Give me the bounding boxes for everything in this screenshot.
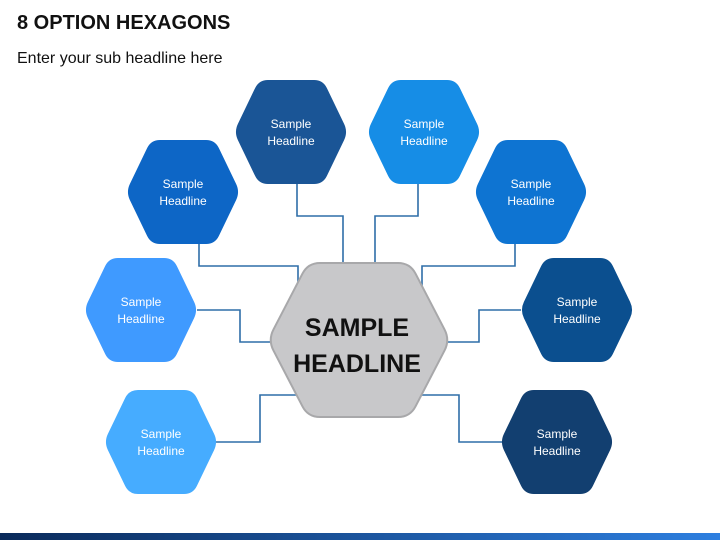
center-hexagon: SAMPLE HEADLINE <box>269 262 449 418</box>
center-hexagon-shape <box>269 262 449 418</box>
option-label-line1: Sample <box>271 117 312 131</box>
option-label-line1: Sample <box>557 295 598 309</box>
option-label-line2: Headline <box>159 194 207 208</box>
option-label-line1: Sample <box>121 295 162 309</box>
page-title: 8 OPTION HEXAGONS <box>17 12 231 34</box>
connector-lines <box>197 184 521 443</box>
option-label-line2: Headline <box>400 134 448 148</box>
center-label-line2: HEADLINE <box>293 350 421 378</box>
connector-line-4 <box>421 242 516 286</box>
option-label-line2: Headline <box>533 444 581 458</box>
option-hexagon-shape <box>475 140 587 244</box>
option-label-line2: Headline <box>117 312 165 326</box>
option-label-line2: Headline <box>507 194 555 208</box>
option-hexagon-shape <box>127 140 239 244</box>
option-label-line1: Sample <box>404 117 445 131</box>
connector-line-3 <box>198 242 299 286</box>
connector-line-7 <box>420 394 505 443</box>
option-hexagon-shape <box>85 258 197 362</box>
connector-line-1 <box>296 184 344 266</box>
option-label-line2: Headline <box>137 444 185 458</box>
option-label-line2: Headline <box>553 312 601 326</box>
option-label-line1: Sample <box>141 427 182 441</box>
option-hexagon-shape <box>105 390 217 494</box>
option-hexagon-shape <box>235 80 347 184</box>
connector-line-6 <box>197 309 272 343</box>
option-label-line1: Sample <box>511 177 552 191</box>
connector-line-5 <box>445 309 521 343</box>
hexagon-group: SampleHeadlineSampleHeadlineSampleHeadli… <box>85 80 633 494</box>
option-label-line1: Sample <box>163 177 204 191</box>
connector-line-8 <box>213 394 300 443</box>
option-label-line2: Headline <box>267 134 315 148</box>
center-label-line1: SAMPLE <box>305 314 409 342</box>
option-hexagon-shape <box>368 80 480 184</box>
page-subtitle: Enter your sub headline here <box>17 50 223 67</box>
connector-line-2 <box>374 184 419 266</box>
option-hexagon-shape <box>501 390 613 494</box>
option-label-line1: Sample <box>537 427 578 441</box>
bottom-accent-bar <box>0 533 720 540</box>
option-hexagon-shape <box>521 258 633 362</box>
